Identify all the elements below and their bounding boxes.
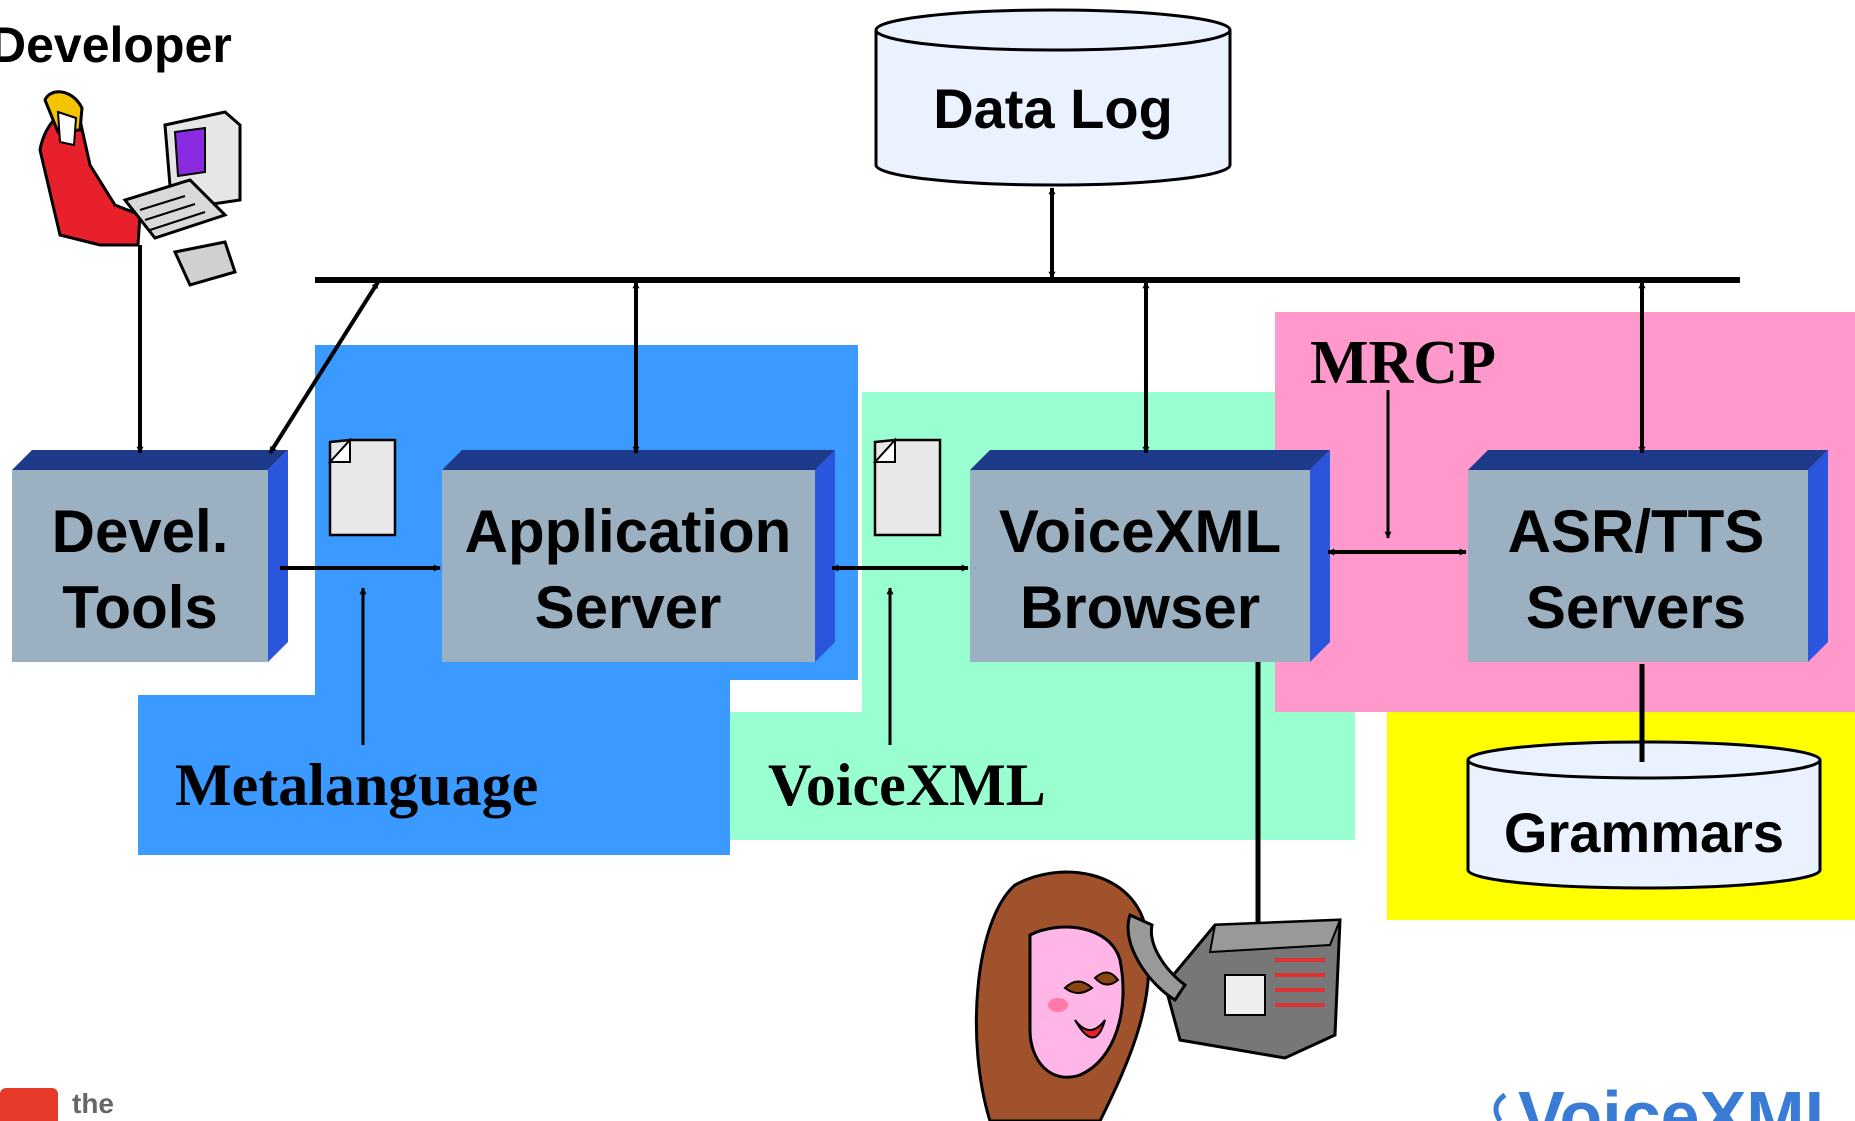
application-server-box: Application Server (442, 450, 835, 662)
voicexml-browser-line1: VoiceXML (999, 498, 1281, 565)
asr-tts-servers-box: ASR/TTS Servers (1468, 450, 1828, 662)
document-icon (872, 437, 942, 537)
asr-tts-servers-line2: Servers (1526, 574, 1746, 641)
document-icon (327, 437, 397, 537)
voicexml-browser-box: VoiceXML Browser (970, 450, 1330, 662)
footer-right-text: VoiceXML (1518, 1077, 1847, 1121)
application-server-line1: Application (465, 498, 792, 565)
footer-left-text: the (72, 1088, 114, 1119)
data-log-cylinder: Data Log (874, 8, 1232, 187)
mrcp-label: MRCP (1310, 329, 1496, 397)
tools-bus-arrow (268, 280, 380, 455)
caller-woman-icon (974, 870, 1151, 1121)
devel-tools-line1: Devel. (52, 498, 229, 565)
grammars-cylinder: Grammars (1466, 740, 1822, 890)
data-log-label: Data Log (933, 77, 1173, 140)
developer-label: Developer (0, 17, 232, 73)
telephone-icon (1126, 912, 1342, 1060)
asr-tts-servers-line1: ASR/TTS (1508, 498, 1765, 565)
footer-left-logo: the (0, 1088, 114, 1121)
devel-tools-line2: Tools (62, 574, 218, 641)
voicexml-label: VoiceXML (768, 752, 1046, 818)
footer-right-logo: VoiceXML (1493, 1077, 1847, 1121)
metalanguage-label: Metalanguage (175, 752, 538, 818)
developer-icon (38, 90, 242, 287)
grammars-label: Grammars (1504, 801, 1784, 864)
devel-tools-box: Devel. Tools (12, 450, 288, 662)
voicexml-browser-line2: Browser (1020, 574, 1260, 641)
application-server-line2: Server (535, 574, 722, 641)
